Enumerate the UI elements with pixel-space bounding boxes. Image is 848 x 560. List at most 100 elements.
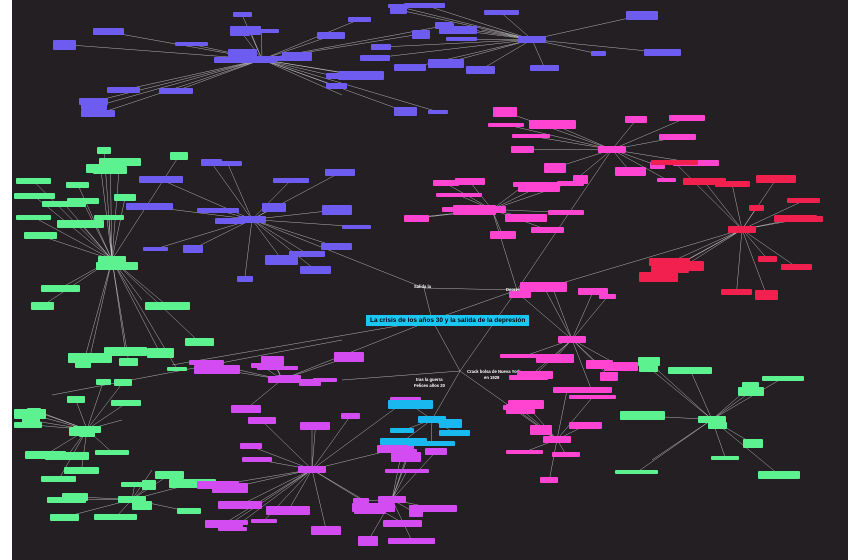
concept-map-canvas[interactable]: La crisis de los años 30 y la salida de … (12, 0, 848, 560)
concept-node-pink[interactable] (508, 375, 548, 381)
concept-node-green[interactable] (49, 513, 79, 521)
concept-node-purple[interactable] (590, 51, 606, 57)
concept-node-red[interactable] (638, 271, 678, 282)
concept-node-magenta[interactable] (261, 355, 285, 366)
concept-node-purple[interactable] (80, 103, 107, 110)
concept-node-red[interactable] (728, 226, 756, 233)
concept-node-green[interactable] (169, 152, 188, 161)
concept-node-pink[interactable] (558, 336, 586, 343)
concept-node-magenta[interactable] (250, 518, 277, 523)
concept-node-pink[interactable] (510, 146, 534, 154)
concept-node-pink[interactable] (432, 180, 459, 187)
concept-node-magenta[interactable] (256, 365, 298, 370)
concept-node-purple[interactable] (243, 28, 280, 33)
concept-node-green[interactable] (742, 439, 763, 449)
concept-node-magenta[interactable] (240, 443, 263, 450)
concept-node-purple[interactable] (214, 56, 261, 63)
concept-node-magenta[interactable] (353, 504, 386, 514)
concept-node-green[interactable] (98, 256, 126, 263)
concept-node-purple[interactable] (215, 218, 246, 225)
concept-node-green[interactable] (176, 508, 201, 515)
concept-node-pink[interactable] (530, 425, 553, 436)
concept-node-purple[interactable] (390, 5, 408, 15)
concept-node-green[interactable] (620, 411, 666, 421)
concept-node-purple[interactable] (438, 26, 477, 35)
concept-node-green[interactable] (45, 452, 90, 461)
concept-node-purple[interactable] (232, 12, 252, 18)
concept-node-pink[interactable] (669, 114, 705, 121)
concept-node-pink[interactable] (487, 122, 524, 127)
concept-node-pink[interactable] (625, 116, 648, 124)
concept-node-pink[interactable] (543, 436, 571, 443)
concept-node-green[interactable] (708, 422, 728, 430)
concept-node-green[interactable] (154, 471, 184, 480)
concept-node-red[interactable] (755, 290, 779, 301)
concept-node-cyan[interactable] (418, 416, 446, 423)
concept-node-green[interactable] (97, 147, 112, 155)
concept-node-pink[interactable] (569, 394, 617, 399)
concept-node-magenta[interactable] (385, 468, 430, 473)
concept-node-magenta[interactable] (217, 526, 247, 531)
concept-node-purple[interactable] (289, 250, 326, 257)
concept-node-magenta[interactable] (402, 449, 417, 456)
concept-node-green[interactable] (93, 215, 124, 221)
concept-node-purple[interactable] (325, 83, 347, 90)
concept-node-green[interactable] (16, 214, 52, 220)
concept-node-red[interactable] (758, 256, 778, 263)
concept-node-purple[interactable] (341, 224, 371, 229)
hub-depresion[interactable]: Depresión (506, 287, 527, 292)
concept-node-magenta[interactable] (408, 504, 457, 512)
concept-node-pink[interactable] (656, 177, 676, 182)
concept-node-green[interactable] (42, 200, 87, 207)
hub-tras-la-guerra[interactable]: tras la guerra (416, 377, 443, 382)
concept-node-pink[interactable] (505, 403, 535, 414)
concept-node-green[interactable] (41, 476, 77, 483)
concept-node-green[interactable] (63, 466, 99, 474)
concept-node-purple[interactable] (281, 52, 312, 62)
concept-node-purple[interactable] (411, 29, 430, 39)
concept-node-red[interactable] (786, 198, 820, 204)
concept-node-pink[interactable] (520, 281, 568, 292)
concept-node-green[interactable] (61, 492, 88, 501)
concept-node-pink[interactable] (511, 134, 550, 139)
concept-node-green[interactable] (14, 408, 46, 419)
concept-node-magenta[interactable] (188, 360, 224, 366)
concept-node-green[interactable] (185, 338, 215, 347)
concept-node-pink[interactable] (403, 214, 429, 222)
concept-node-purple[interactable] (625, 10, 658, 20)
concept-node-purple[interactable] (427, 109, 448, 114)
concept-node-pink[interactable] (504, 213, 547, 222)
concept-node-pink[interactable] (531, 227, 565, 234)
concept-node-purple[interactable] (347, 17, 371, 22)
concept-node-green[interactable] (637, 357, 660, 367)
concept-node-pink[interactable] (571, 387, 613, 394)
concept-node-pink[interactable] (598, 146, 626, 153)
concept-node-magenta[interactable] (391, 452, 422, 463)
concept-node-magenta[interactable] (358, 535, 379, 546)
concept-node-purple[interactable] (174, 42, 208, 47)
concept-node-pink[interactable] (517, 181, 560, 192)
concept-node-purple[interactable] (213, 161, 242, 167)
hub-felices-anos-20[interactable]: Felices años 20 (414, 383, 445, 388)
concept-node-green[interactable] (146, 348, 174, 359)
concept-node-green[interactable] (41, 284, 81, 292)
concept-node-magenta[interactable] (298, 466, 326, 473)
concept-node-magenta[interactable] (383, 519, 423, 527)
concept-node-green[interactable] (14, 193, 55, 200)
concept-node-purple[interactable] (316, 32, 345, 40)
hub-crack-anio[interactable]: en 1929 (484, 375, 500, 380)
concept-node-green[interactable] (118, 496, 146, 503)
concept-node-green[interactable] (24, 451, 66, 460)
concept-node-magenta[interactable] (247, 417, 276, 425)
concept-node-green[interactable] (668, 366, 713, 374)
concept-node-magenta[interactable] (376, 444, 414, 453)
concept-node-pink[interactable] (658, 134, 696, 141)
concept-node-pink[interactable] (557, 181, 585, 187)
concept-node-green[interactable] (66, 182, 90, 189)
concept-node-purple[interactable] (427, 58, 464, 68)
concept-node-pink[interactable] (585, 360, 613, 370)
concept-node-purple[interactable] (80, 110, 115, 118)
concept-node-magenta[interactable] (333, 352, 364, 363)
concept-node-pink[interactable] (505, 450, 543, 455)
concept-node-green[interactable] (615, 470, 659, 475)
